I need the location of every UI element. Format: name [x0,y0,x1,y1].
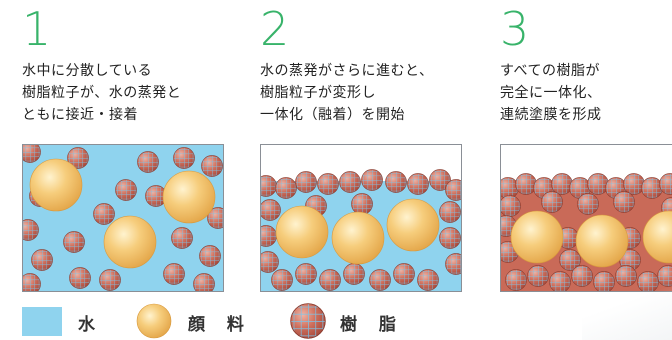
description-line: 連続塗膜を形成 [500,107,602,123]
page-corner-shade [582,280,672,340]
description-line: すべての樹脂が [500,63,600,79]
description-line: 水中に分散している [22,63,153,79]
legend: 水 顔 料 樹 脂 [0,303,672,339]
legend-water-swatch [22,307,62,336]
description-line: 樹脂粒子が変形し [260,85,376,101]
legend-resin-icon [290,303,326,339]
diagram-panel-fusing [260,144,462,292]
pigment-particles [510,210,672,268]
legend-pigment-icon [136,303,172,339]
step-number: 1 [22,2,52,56]
fusion-illustration [261,145,461,291]
diagram-panel-dispersed [22,144,224,292]
legend-resin-label: 樹 脂 [340,315,404,335]
film-illustration [501,145,672,291]
legend-pigment-label: 顔 料 [188,315,252,335]
step-number: 2 [260,2,290,56]
description-line: ともに接近・接着 [22,107,138,123]
description-line: 樹脂粒子が、水の蒸発と [22,85,182,101]
legend-water-label: 水 [78,315,103,335]
pigment-particles [29,158,216,269]
step-description: すべての樹脂が 完全に一体化、 連続塗膜を形成 [500,60,602,126]
dispersion-illustration [23,145,223,291]
description-line: 一体化（融着）を開始 [260,107,405,123]
pigment-particles [275,198,440,265]
description-line: 完全に一体化、 [500,85,602,101]
description-line: 水の蒸発がさらに進むと、 [260,63,434,79]
step-description: 水中に分散している 樹脂粒子が、水の蒸発と ともに接近・接着 [22,60,181,126]
diagram-panel-film [500,144,672,292]
step-number: 3 [500,2,530,56]
step-description: 水の蒸発がさらに進むと、 樹脂粒子が変形し 一体化（融着）を開始 [260,60,433,126]
